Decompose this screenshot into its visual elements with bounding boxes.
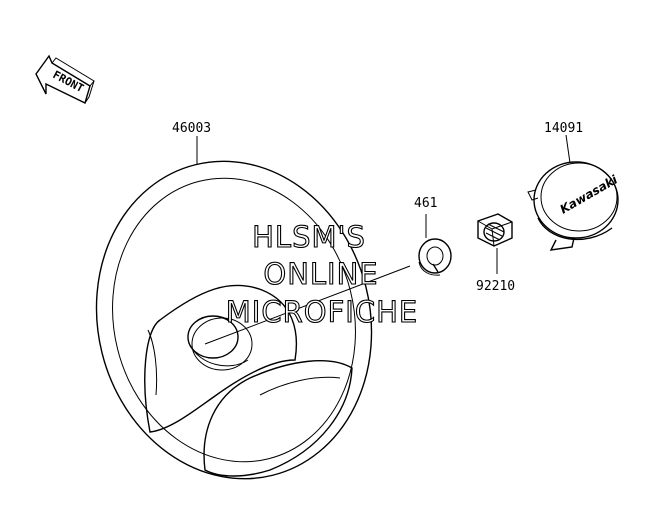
watermark-line-3: MICROFICHE bbox=[226, 295, 418, 329]
steering-wheel bbox=[95, 160, 373, 480]
cap-logo: Kawasaki bbox=[558, 172, 621, 217]
leader-14091 bbox=[565, 134, 571, 164]
part-label-92210: 92210 bbox=[476, 279, 515, 294]
watermark: HLSM'S ONLINE MICROFICHE bbox=[225, 219, 418, 329]
watermark-line-2: ONLINE bbox=[263, 257, 378, 291]
horn-cap-14091: Kawasaki bbox=[527, 161, 621, 251]
part-label-14091: 14091 bbox=[544, 121, 583, 136]
washer-461 bbox=[418, 238, 452, 276]
watermark-line-1: HLSM'S bbox=[252, 220, 366, 254]
part-label-461: 461 bbox=[414, 196, 437, 211]
hub-leader-line bbox=[204, 265, 411, 345]
front-arrow-icon: FRONT bbox=[35, 54, 95, 104]
nut-92210 bbox=[477, 213, 513, 247]
part-label-46003: 46003 bbox=[172, 121, 211, 136]
